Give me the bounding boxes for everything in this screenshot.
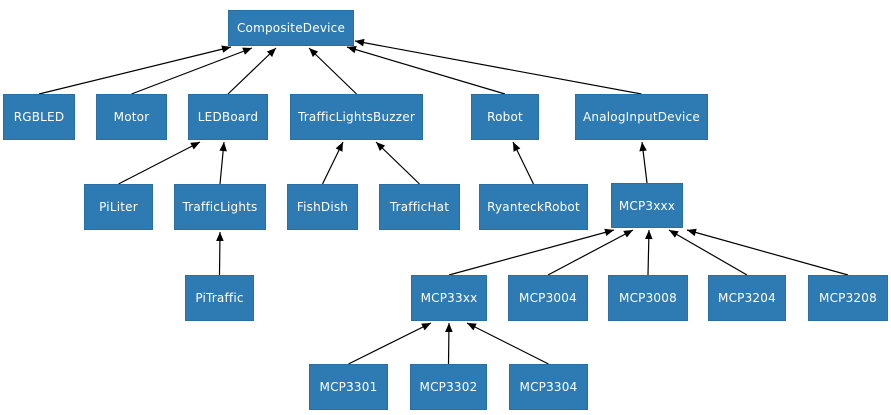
class-node-label: MCP3008 — [619, 291, 677, 305]
inherits-edge-FishDish-to-TrafficLightsBuzzer — [321, 141, 344, 185]
class-node-MCP3304[interactable]: MCP3304 — [509, 364, 588, 410]
inherits-edge-AnalogInputDevice-to-CompositeDevice — [354, 38, 642, 95]
inherits-edge-Robot-to-CompositeDevice — [346, 45, 506, 95]
class-node-label: MCP3208 — [819, 291, 877, 305]
class-node-PiLiter[interactable]: PiLiter — [84, 184, 153, 230]
class-node-label: FishDish — [296, 200, 349, 214]
class-node-MCP33xx[interactable]: MCP33xx — [411, 275, 487, 321]
inherits-edge-MCP33xx-to-MCP3xxx — [448, 228, 615, 276]
class-node-label: MCP3004 — [519, 291, 577, 305]
class-node-Motor[interactable]: Motor — [96, 94, 167, 140]
class-node-RGBLED[interactable]: RGBLED — [3, 94, 75, 140]
class-node-label: RyanteckRobot — [487, 200, 580, 214]
inherits-edge-Motor-to-CompositeDevice — [131, 47, 253, 95]
class-node-label: Motor — [113, 110, 150, 124]
class-node-TrafficHat[interactable]: TrafficHat — [379, 184, 460, 230]
class-node-label: MCP3204 — [718, 291, 776, 305]
class-node-AnalogInputDevice[interactable]: AnalogInputDevice — [575, 94, 708, 140]
class-node-RyanteckRobot[interactable]: RyanteckRobot — [479, 184, 588, 230]
inherits-edge-MCP3302-to-MCP33xx — [445, 322, 453, 365]
inherits-edge-MCP3xxx-to-AnalogInputDevice — [639, 141, 648, 184]
inherits-edge-PiTraffic-to-TrafficLights — [216, 231, 224, 276]
inherits-edge-PiLiter-to-LEDBoard — [118, 141, 201, 185]
class-node-label: PiTraffic — [195, 291, 244, 305]
class-node-TrafficLightsBuzzer[interactable]: TrafficLightsBuzzer — [290, 94, 423, 140]
class-node-TrafficLights[interactable]: TrafficLights — [174, 184, 266, 230]
inherits-edge-RyanteckRobot-to-Robot — [512, 141, 535, 185]
class-node-label: LEDBoard — [197, 110, 259, 124]
class-node-label: MCP3302 — [419, 380, 478, 394]
class-node-CompositeDevice[interactable]: CompositeDevice — [228, 10, 354, 46]
class-node-MCP3204[interactable]: MCP3204 — [708, 275, 786, 321]
class-node-label: CompositeDevice — [236, 21, 346, 35]
inherits-edge-MCP3304-to-MCP33xx — [466, 322, 549, 365]
class-node-label: RGBLED — [13, 110, 65, 124]
inherits-edge-MCP3008-to-MCP3xxx — [645, 229, 653, 276]
inherits-edge-MCP3004-to-MCP3xxx — [547, 229, 634, 276]
class-node-MCP3301[interactable]: MCP3301 — [309, 364, 388, 410]
class-node-label: MCP3301 — [319, 380, 378, 394]
class-node-MCP3208[interactable]: MCP3208 — [808, 275, 888, 321]
class-node-label: MCP33xx — [420, 291, 478, 305]
inherits-edge-LEDBoard-to-CompositeDevice — [227, 47, 277, 95]
inherits-edge-RGBLED-to-CompositeDevice — [38, 45, 232, 95]
class-node-label: TrafficLightsBuzzer — [298, 110, 415, 124]
inherits-edge-MCP3208-to-MCP3xxx — [686, 228, 849, 276]
inherits-edge-MCP3301-to-MCP33xx — [348, 322, 432, 365]
class-node-label: AnalogInputDevice — [583, 110, 700, 124]
class-node-label: MCP3xxx — [618, 198, 676, 213]
inherits-edge-MCP3204-to-MCP3xxx — [668, 229, 748, 276]
class-node-MCP3008[interactable]: MCP3008 — [608, 275, 688, 321]
class-node-label: Robot — [487, 110, 523, 124]
class-node-MCP3004[interactable]: MCP3004 — [508, 275, 588, 321]
inherits-edge-TrafficHat-to-TrafficLightsBuzzer — [375, 141, 420, 185]
class-node-FishDish[interactable]: FishDish — [287, 184, 358, 230]
class-node-label: PiLiter — [99, 200, 138, 214]
class-node-MCP3xxx[interactable]: MCP3xxx — [611, 183, 683, 228]
class-node-PiTraffic[interactable]: PiTraffic — [185, 275, 254, 321]
inherits-edge-TrafficLights-to-LEDBoard — [219, 141, 227, 185]
inherits-edge-TrafficLightsBuzzer-to-CompositeDevice — [308, 47, 357, 95]
class-node-Robot[interactable]: Robot — [471, 94, 539, 140]
class-node-label: MCP3304 — [519, 380, 578, 394]
class-node-LEDBoard[interactable]: LEDBoard — [188, 94, 268, 140]
class-node-label: TrafficLights — [182, 200, 258, 214]
class-node-MCP3302[interactable]: MCP3302 — [410, 364, 487, 410]
class-node-label: TrafficHat — [389, 200, 450, 214]
